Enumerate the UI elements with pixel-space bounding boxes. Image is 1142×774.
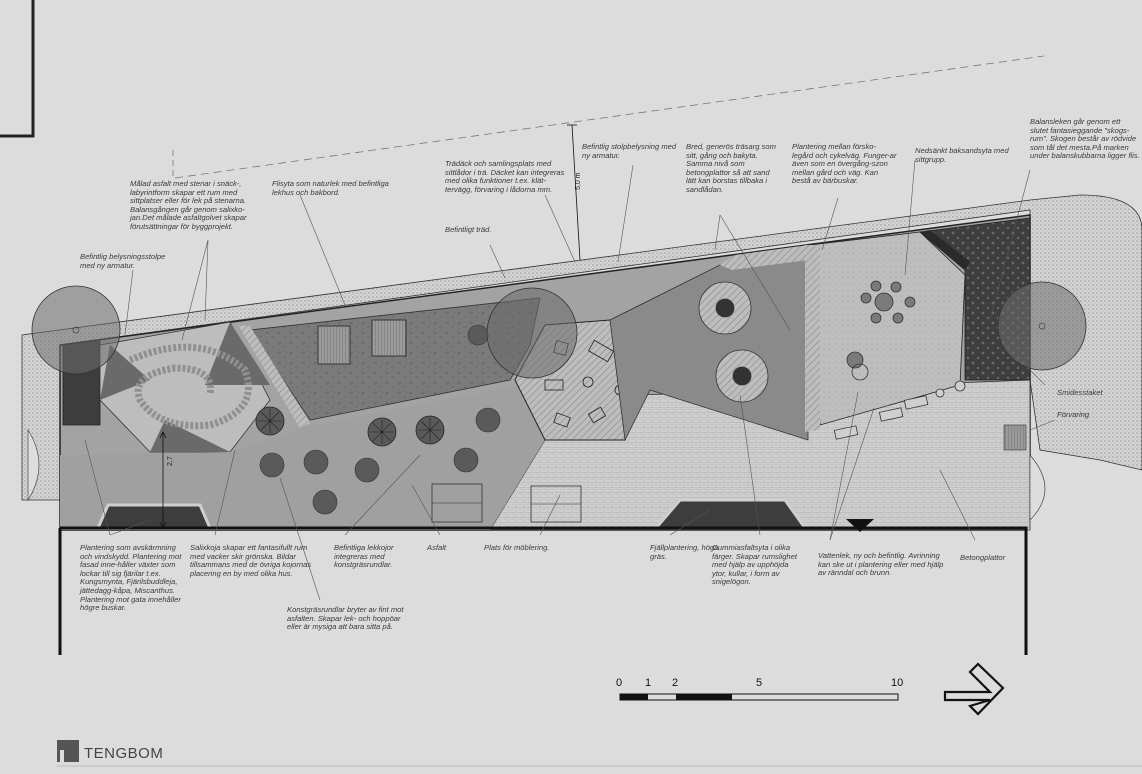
note-furniture-place: Plats för möblering. bbox=[484, 543, 550, 552]
dim-label-5m: 5,0 m bbox=[575, 172, 582, 190]
note-planting-screen: Plantering som avskärmning och vindskydd… bbox=[80, 543, 182, 613]
note-existing-pole: Befintlig stolpbelysning med ny armatur. bbox=[582, 142, 677, 160]
scale-tick-10: 10 bbox=[891, 677, 904, 689]
note-salix-hut: Salixkoja skapar ett fantasifullt rum me… bbox=[190, 543, 312, 578]
leader-lines bbox=[84, 159, 1056, 601]
property-line bbox=[174, 55, 1045, 179]
turf-circles bbox=[259, 324, 501, 515]
note-painted-asphalt: Målad asfalt med stenar i snäck-, labyri… bbox=[130, 179, 247, 231]
note-concrete-slabs: Betongplattor bbox=[960, 553, 1006, 562]
sitting-group bbox=[846, 280, 916, 381]
note-fell-planting: Fjällplantering, höga gräs. bbox=[650, 543, 719, 561]
scale-tick-2: 2 bbox=[672, 677, 679, 689]
water-play bbox=[698, 281, 769, 403]
note-balance-play: Balansleken går genom ett slutet fantasi… bbox=[1030, 117, 1140, 161]
dim-label-27: 2,7 bbox=[167, 456, 174, 466]
note-deck: Trädäck och samlingsplats med sittlådor … bbox=[445, 159, 565, 194]
scale-tick-0: 0 bbox=[616, 677, 623, 689]
forest-edge bbox=[920, 230, 970, 270]
sand-strip bbox=[720, 245, 808, 270]
dim-line-5m bbox=[571, 124, 581, 261]
building-outline-top bbox=[0, 0, 35, 138]
note-existing-tree: Befintligt träd. bbox=[445, 225, 492, 234]
storage-box bbox=[1003, 424, 1027, 451]
north-arrow-icon bbox=[943, 662, 1005, 716]
planting-bottom-left bbox=[95, 503, 213, 530]
note-planting-between: Plantering mellan försko-legård och cyke… bbox=[792, 142, 897, 186]
note-sandbox: Bred, generös träsarg som sitt, gång och… bbox=[686, 142, 776, 194]
chips-edge bbox=[238, 325, 310, 428]
brand-name: TENGBOM bbox=[84, 745, 164, 762]
note-wrought-fence: Smidesstaket bbox=[1057, 388, 1103, 397]
scale-tick-5: 5 bbox=[756, 677, 763, 689]
bench-1 bbox=[317, 319, 407, 365]
scale-tick-1: 1 bbox=[645, 677, 652, 689]
note-play-huts: Befintliga lekkojor integreras med konst… bbox=[334, 543, 394, 570]
facade-bottom bbox=[60, 526, 1028, 655]
entrance-marker bbox=[846, 519, 874, 532]
pole-light-left bbox=[31, 285, 121, 375]
note-water-play: Vattenlek, ny och befintlig. Avrinning k… bbox=[818, 551, 944, 578]
existing-tree bbox=[486, 287, 578, 379]
note-rubber-asphalt: Gummiasfaltsyta i olika färger. Skapar r… bbox=[712, 543, 797, 587]
scale-bar bbox=[619, 693, 899, 701]
tengbom-logo: TENGBOM bbox=[57, 740, 163, 762]
note-turf-circles: Konstgräsrundlar bryter av fint mot asfa… bbox=[287, 605, 404, 632]
planting-fell bbox=[652, 498, 808, 530]
sandbox-border bbox=[805, 245, 820, 432]
note-storage: Förvaring bbox=[1057, 410, 1090, 419]
painted-triangles bbox=[100, 322, 270, 452]
logo-mark-icon bbox=[57, 740, 79, 762]
note-existing-pole-left: Befintlig belysningsstolpe med ny armatu… bbox=[80, 252, 166, 270]
balance-cubes bbox=[833, 380, 966, 440]
note-asphalt: Asfalt bbox=[427, 543, 446, 552]
pole-light-right bbox=[997, 281, 1087, 371]
note-sunken-sand: Nedsänkt baksandsyta med sittgrupp. bbox=[915, 146, 1009, 164]
snail-path bbox=[128, 343, 252, 430]
note-chips-surface: Flisyta som naturlek med befintliga lekh… bbox=[272, 179, 389, 197]
